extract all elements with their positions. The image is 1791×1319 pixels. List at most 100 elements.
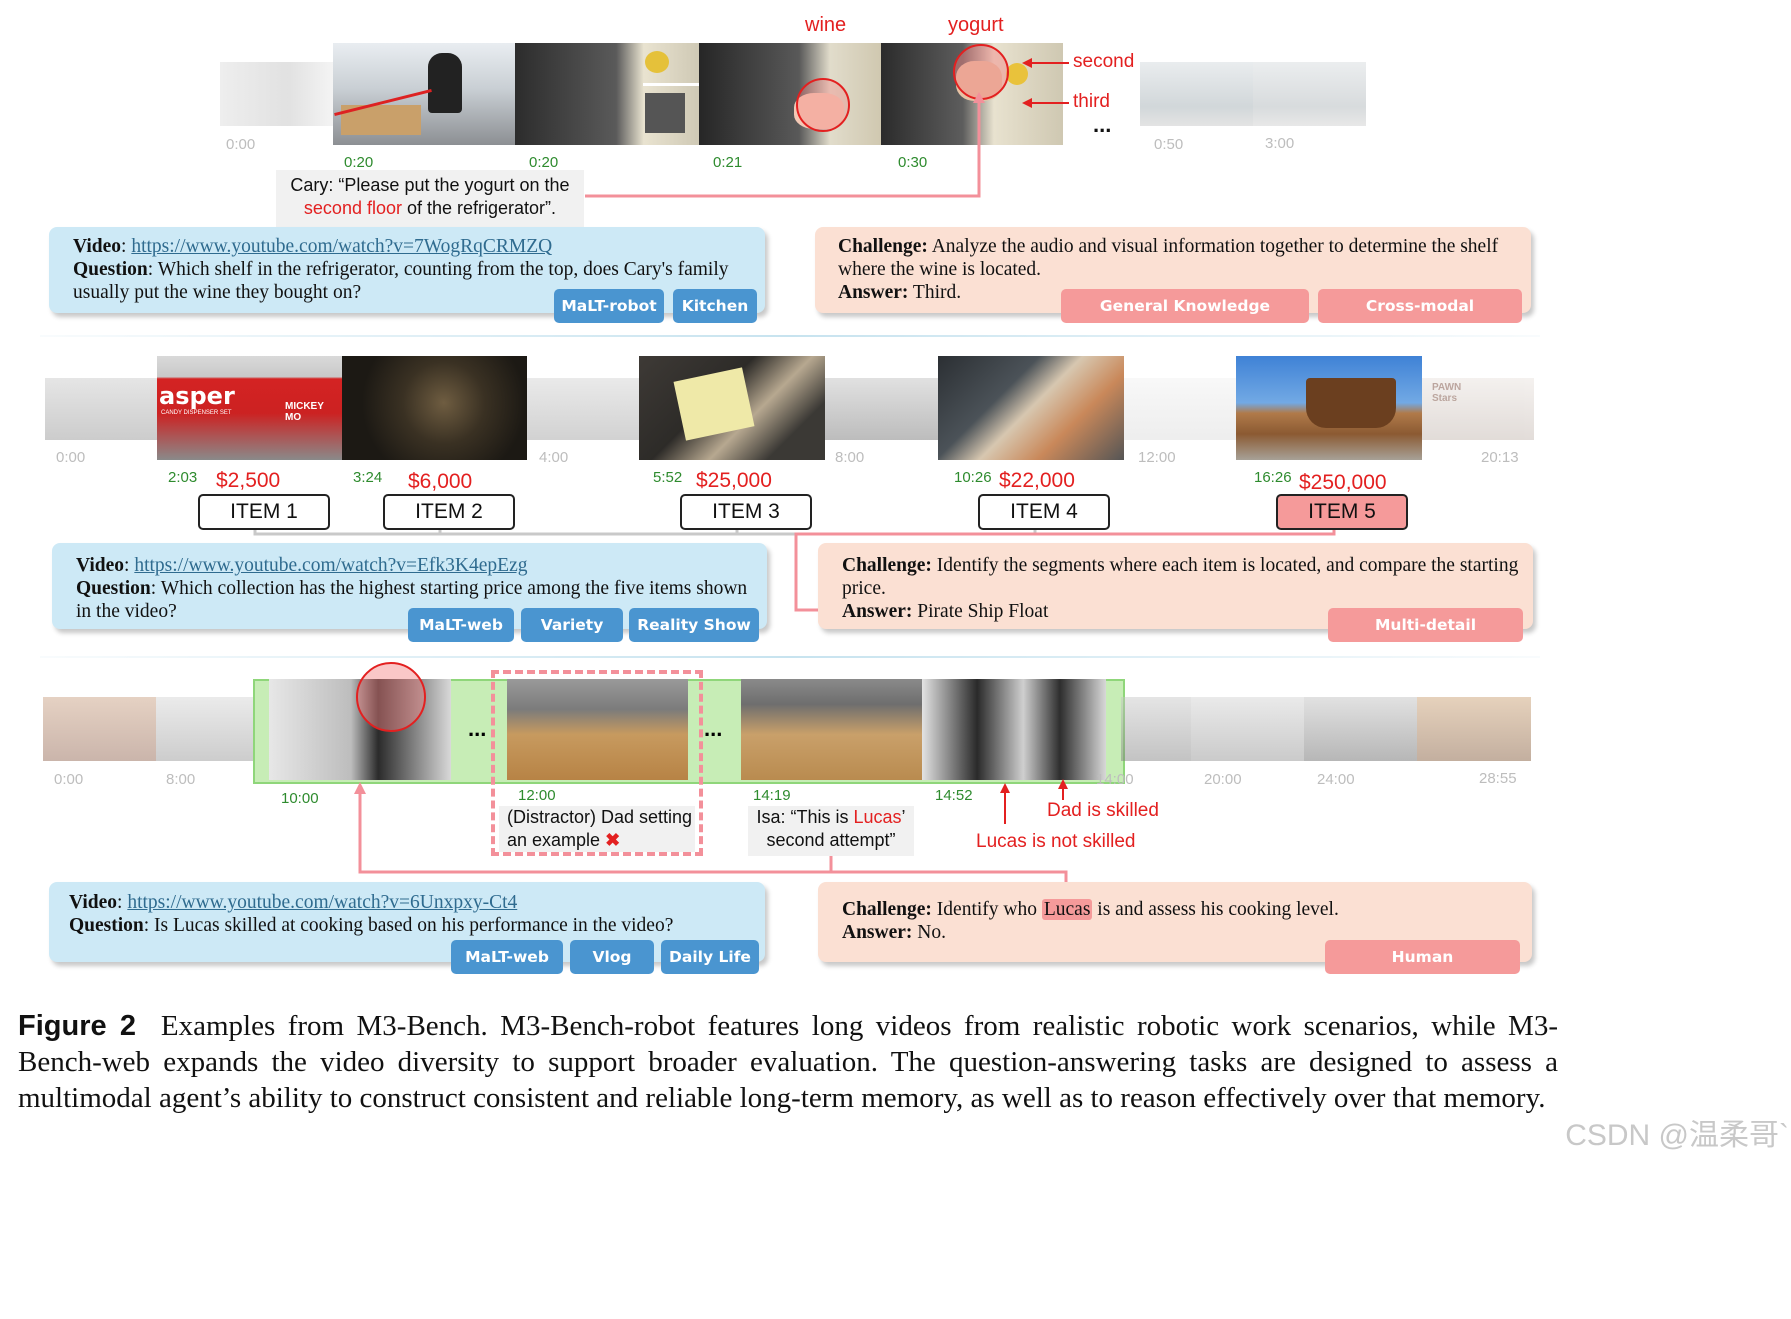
video-label: Video <box>73 236 122 257</box>
isa-highlight: Lucas <box>853 807 902 827</box>
video-frame <box>1304 697 1417 761</box>
separator <box>40 656 1540 658</box>
video-frame-start <box>220 62 333 126</box>
watermark: CSDN @温柔哥` <box>1565 1119 1789 1152</box>
video-link[interactable]: https://www.youtube.com/watch?v=7WogRqCR… <box>131 236 553 257</box>
item-timestamp: 3:24 <box>353 469 383 486</box>
video-frame <box>45 378 157 440</box>
answer-text: No. <box>912 922 946 943</box>
item-price: $6,000 <box>408 470 473 493</box>
video-frame <box>156 697 269 761</box>
video-frame-item1: asper CANDY DISPENSER SET MICKEY MO <box>157 356 342 460</box>
video-frame-item2 <box>342 356 527 460</box>
frame-text-pawn: PAWN Stars <box>1432 382 1462 404</box>
video-frame-item4 <box>938 356 1124 460</box>
challenge-text: Identify the segments where each item is… <box>842 555 1519 599</box>
video-frame-item3 <box>639 356 825 460</box>
timestamp: 20:00 <box>1204 771 1242 788</box>
distractor-line2: an example <box>507 830 601 850</box>
challenge-panel: Challenge: Analyze the audio and visual … <box>815 227 1531 349</box>
timestamp: 0:00 <box>54 771 84 788</box>
question-label: Question <box>76 578 151 599</box>
timestamp: 14:19 <box>753 787 791 804</box>
speech-bubble-isa: Isa: “This is Lucas’ second attempt” <box>748 806 914 856</box>
video-label: Video <box>69 892 118 913</box>
video-frame-kitchen-two <box>922 679 1106 780</box>
caption-text: Examples from M3-Bench. M3-Bench-robot f… <box>18 1010 1559 1114</box>
section3-connectors <box>354 779 1068 896</box>
tag-malt-robot: MaLT-robot <box>554 289 664 323</box>
label-lucas-not-skilled: Lucas is not skilled <box>976 831 1136 852</box>
item-price: $22,000 <box>999 469 1075 492</box>
video-frame <box>1191 697 1304 761</box>
timestamp: 8:00 <box>166 771 196 788</box>
video-frame-fridge-1 <box>515 43 699 145</box>
video-frame <box>1121 697 1191 761</box>
section1-connectors <box>585 58 1069 198</box>
timestamp: 0:20 <box>344 154 374 171</box>
timestamp: 0:20 <box>529 154 559 171</box>
label-second: second <box>1073 51 1135 72</box>
video-frame <box>1124 378 1236 440</box>
timestamp: 0:00 <box>226 136 256 153</box>
timestamp: 10:00 <box>281 790 319 807</box>
question-panel: Video: https://www.youtube.com/watch?v=E… <box>52 543 767 642</box>
video-frame-end-1 <box>1140 62 1253 126</box>
video-link[interactable]: https://www.youtube.com/watch?v=6Unxpxy-… <box>127 892 518 913</box>
tag-kitchen: Kitchen <box>673 289 757 323</box>
wine-highlight-circle <box>796 78 850 132</box>
tag-multi-detail: Multi-detail Reasoning <box>1328 608 1523 668</box>
tag-reality-show: Reality Show <box>629 608 759 642</box>
answer-text: Pirate Ship Float <box>912 601 1049 622</box>
video-frame-kitchen <box>333 43 515 145</box>
challenge-text: Analyze the audio and visual information… <box>838 236 1499 280</box>
item-box: ITEM 3 <box>680 494 812 530</box>
answer-label: Answer: <box>838 282 909 303</box>
video-frame <box>1417 697 1531 761</box>
item-timestamp: 2:03 <box>168 469 198 486</box>
label-dad-skilled: Dad is skilled <box>1047 800 1159 821</box>
item-timestamp: 16:26 <box>1254 469 1292 486</box>
label-yogurt: yogurt <box>948 14 1004 36</box>
question-panel: Video: https://www.youtube.com/watch?v=7… <box>49 227 765 323</box>
video-frame-cutting-2 <box>741 679 922 780</box>
question-label: Question <box>69 915 144 936</box>
video-frame <box>43 697 156 761</box>
timestamp: 0:00 <box>56 449 86 466</box>
timestamp: 12:00 <box>1138 449 1176 466</box>
question-label: Question <box>73 259 148 280</box>
isa-prefix: Isa: “This is <box>756 807 854 827</box>
timestamp: 14:00 <box>1096 771 1134 788</box>
cross-icon: ✖ <box>605 830 621 850</box>
tag-human-understanding: Human Understanding <box>1325 940 1520 1000</box>
ellipsis: ... <box>704 716 723 741</box>
question-text: : Is Lucas skilled at cooking based on h… <box>143 915 674 936</box>
challenge-label: Challenge: <box>842 555 932 576</box>
yogurt-highlight-circle <box>953 44 1009 100</box>
timestamp: 0:21 <box>713 154 743 171</box>
quote-line2: second floor of the refrigerator”. <box>276 197 584 220</box>
separator <box>40 335 1540 337</box>
figure-caption: Figure 2 Examples from M3-Bench. M3-Benc… <box>18 1008 1558 1116</box>
isa-line2: second attempt” <box>766 830 896 850</box>
item-timestamp: 5:52 <box>653 469 683 486</box>
frame-text-candy: CANDY DISPENSER SET <box>161 410 232 416</box>
quote-line1: Cary: “Please put the yogurt on the <box>290 175 570 195</box>
item-timestamp: 10:26 <box>954 469 992 486</box>
timestamp: 4:00 <box>539 449 569 466</box>
quote-suffix: of the refrigerator”. <box>401 198 557 218</box>
timestamp: 20:13 <box>1481 449 1519 466</box>
challenge-text-post: is and assess his cooking level. <box>1092 899 1339 920</box>
item-price: $2,500 <box>216 469 281 492</box>
item-box: ITEM 1 <box>198 494 330 530</box>
timestamp: 3:00 <box>1265 135 1295 152</box>
timestamp: 14:52 <box>935 787 973 804</box>
video-frame-item5 <box>1236 356 1422 460</box>
answer-text: Third. <box>908 282 962 303</box>
video-link[interactable]: https://www.youtube.com/watch?v=Efk3K4ep… <box>134 555 528 576</box>
tag-variety: Variety <box>521 608 623 642</box>
video-frame-end-2 <box>1253 62 1366 126</box>
timestamp: 28:55 <box>1479 770 1517 787</box>
timestamp: 12:00 <box>518 787 556 804</box>
label-third: third <box>1073 91 1110 112</box>
